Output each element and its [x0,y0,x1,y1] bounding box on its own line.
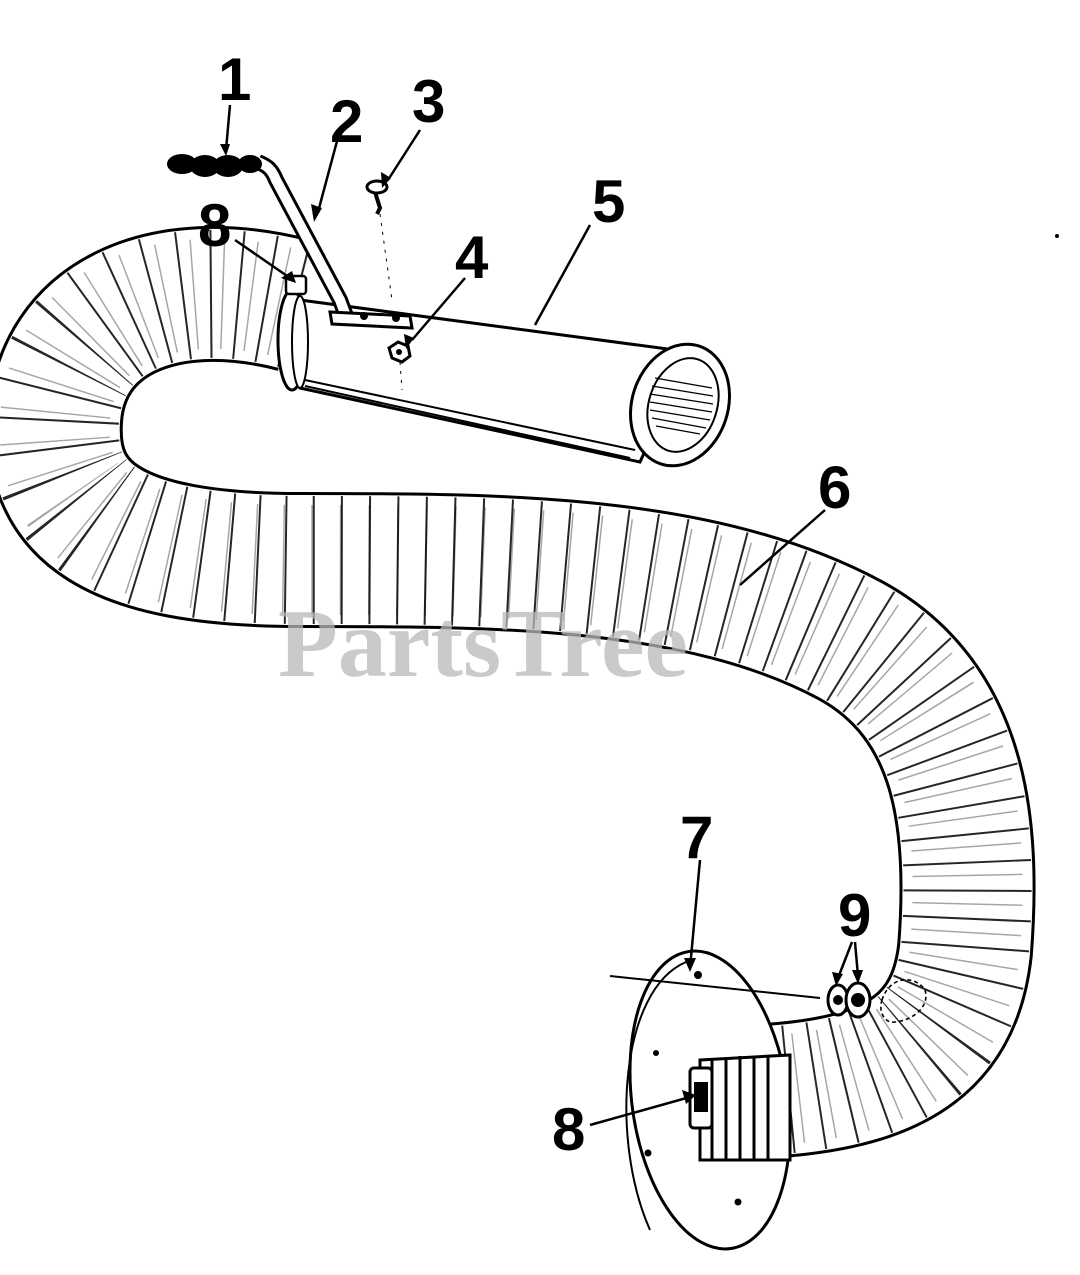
screw [365,179,393,301]
callout-6: 6 [818,454,851,521]
callout-8-lower: 8 [552,1096,585,1163]
callout-5: 5 [592,168,625,235]
speck [1055,234,1059,238]
callout-2: 2 [330,88,363,155]
callout-7: 7 [680,804,713,871]
callout-4: 4 [455,224,489,291]
callout-8-upper: 8 [198,192,231,259]
callout-9: 9 [838,882,871,949]
washers [826,978,927,1023]
hose [0,225,1036,1168]
leader-lines [220,104,863,1127]
callout-1: 1 [218,46,251,113]
callout-labels: 1 2 3 4 5 6 7 8 8 9 [198,46,871,1163]
nut [387,340,412,391]
callout-3: 3 [412,68,445,135]
watermark-text: PartsTree [278,590,688,698]
hose-clamp-lower [688,1066,714,1130]
handle-grip [167,154,262,177]
